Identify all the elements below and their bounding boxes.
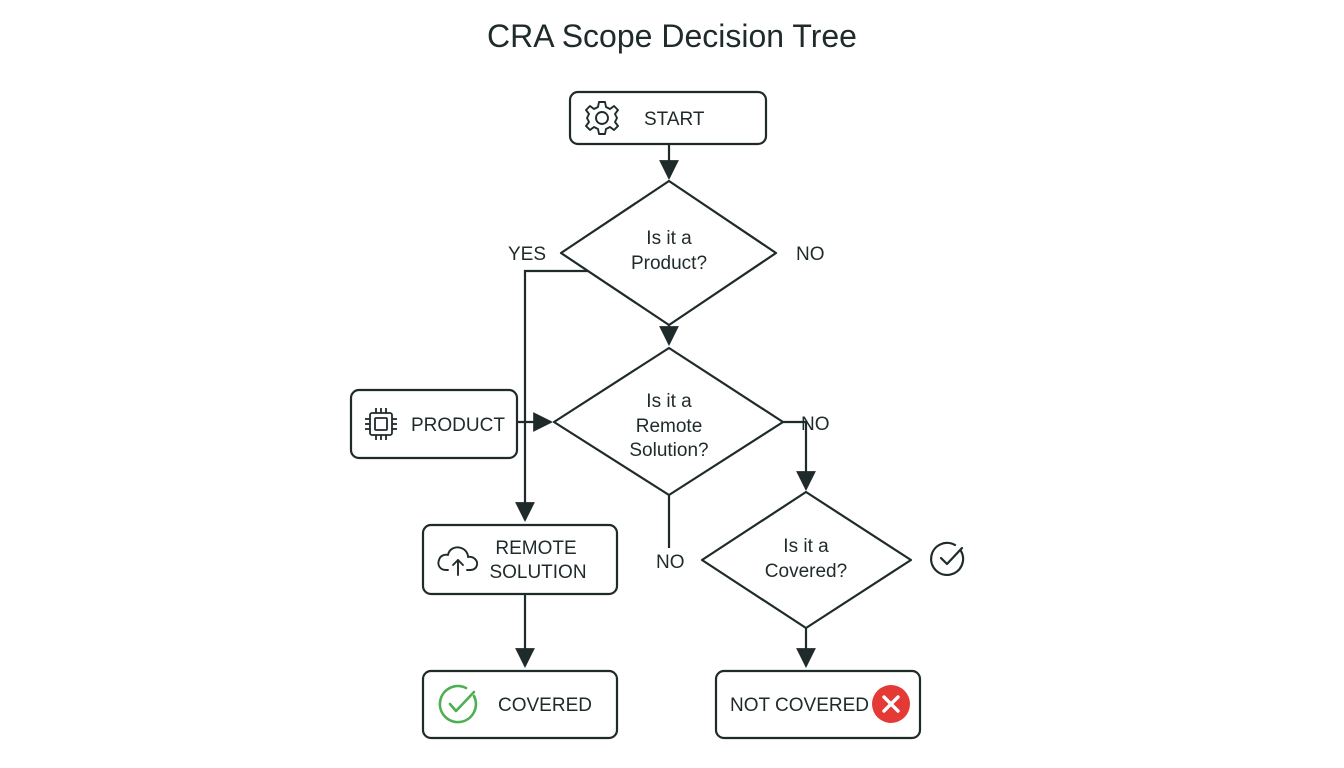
start-node: START [568, 90, 768, 146]
product-node: PRODUCT [349, 388, 519, 460]
edge-yes-to-remote-solution [515, 269, 590, 522]
edge-label-remote-no-right: NO [801, 414, 830, 435]
cloud-upload-icon [437, 546, 479, 576]
decision-is-covered-line2: Covered? [765, 561, 847, 582]
product-label: PRODUCT [411, 415, 505, 436]
check-circle-icon [930, 541, 965, 576]
decision-is-remote-solution: Is it a Remote Solution? [552, 346, 785, 497]
edge-remote-no-to-covered-question [782, 420, 816, 491]
remote-solution-line1: REMOTE [495, 538, 576, 559]
decision-is-covered: Is it a Covered? [700, 490, 913, 630]
covered-node: COVERED [421, 669, 619, 740]
diagram-title: CRA Scope Decision Tree [487, 18, 857, 54]
check-circle-icon [438, 684, 478, 724]
edge-label-remote-no-down: NO [656, 552, 685, 573]
decision-is-product-line2: Product? [631, 253, 707, 274]
edge-label-product-no: NO [796, 244, 825, 265]
gear-icon [585, 101, 619, 135]
decision-is-product-line1: Is it a [646, 228, 692, 249]
remote-solution-node: REMOTE SOLUTION [421, 523, 619, 596]
edge-label-yes: YES [508, 244, 546, 265]
decision-is-remote-line3: Solution? [629, 440, 708, 461]
decision-is-remote-line2: Remote [636, 416, 703, 437]
edges [515, 145, 816, 668]
covered-label: COVERED [498, 695, 592, 716]
chip-icon [365, 408, 397, 440]
not-covered-label: NOT COVERED [730, 695, 869, 716]
decision-is-covered-line1: Is it a [783, 536, 829, 557]
start-label: START [644, 109, 705, 130]
x-circle-icon [872, 685, 910, 723]
remote-solution-line2: SOLUTION [489, 562, 586, 583]
decision-is-product: Is it a Product? [559, 179, 778, 327]
decision-is-remote-line1: Is it a [646, 391, 692, 412]
not-covered-node: NOT COVERED [714, 669, 922, 740]
